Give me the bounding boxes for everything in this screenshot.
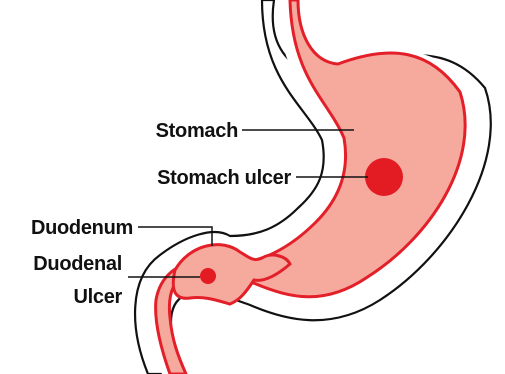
stomach-ulcer-dot [365,158,403,196]
duodenal-ulcer-label-line1: Duodenal [33,253,122,275]
duodenal-ulcer-label-line2: Ulcer [73,286,122,308]
duodenal-ulcer-dot [200,268,216,284]
stomach-ulcer-label: Stomach ulcer [157,167,291,189]
duodenum-label: Duodenum [31,217,133,239]
stomach-label: Stomach [156,120,238,142]
